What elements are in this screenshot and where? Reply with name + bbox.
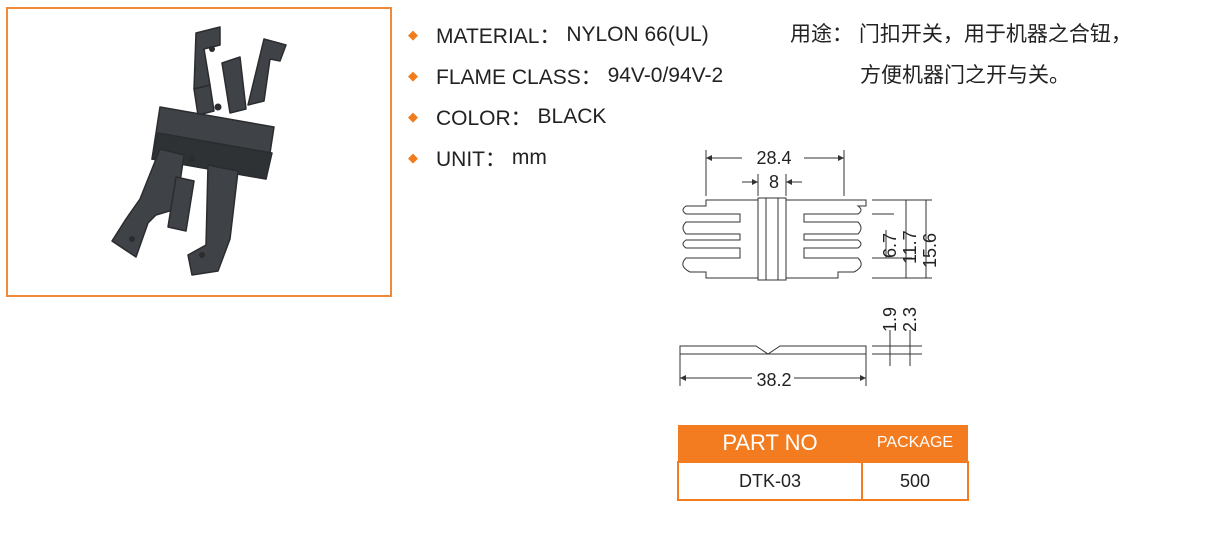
cell-part-no: DTK-03: [677, 461, 863, 501]
diamond-bullet-icon: ◆: [408, 108, 418, 124]
dim-total-length: 38.2: [756, 370, 791, 390]
diamond-bullet-icon: ◆: [408, 26, 418, 42]
dim-h1: 6.7: [880, 233, 900, 258]
dim-center-width: 8: [769, 172, 779, 192]
cell-package: 500: [861, 461, 969, 501]
product-photo: [6, 7, 392, 297]
part-table: PART NO PACKAGE DTK-03 500: [677, 425, 969, 501]
header-part-no: PART NO: [678, 425, 862, 462]
spec-material: ◆MATERIAL： NYLON 66(UL): [408, 22, 709, 48]
diamond-bullet-icon: ◆: [408, 67, 418, 83]
header-package: PACKAGE: [862, 425, 968, 462]
table-row: DTK-03 500: [677, 461, 969, 501]
dim-t2: 2.3: [900, 307, 920, 332]
dim-t1: 1.9: [880, 307, 900, 332]
usage-label: 用途：: [790, 23, 853, 46]
dim-h3: 15.6: [920, 233, 940, 268]
spec-color: ◆COLOR： BLACK: [408, 104, 607, 130]
usage-line-2: 方便机器门之开与关。: [860, 64, 1070, 87]
dim-h2: 11.7: [900, 230, 920, 264]
diamond-bullet-icon: ◆: [408, 149, 418, 165]
spec-flame-class: ◆FLAME CLASS： 94V-0/94V-2: [408, 63, 724, 89]
door-latch-image: [111, 26, 287, 276]
dim-overall-width: 28.4: [756, 148, 791, 168]
spec-unit: ◆UNIT： mm: [408, 145, 547, 171]
spec-list: ◆MATERIAL： NYLON 66(UL) ◆FLAME CLASS： 94…: [408, 14, 723, 178]
usage-description: 用途： 门扣开关，用于机器之合钮， 方便机器门之开与关。: [790, 14, 1132, 96]
usage-line-1: 门扣开关，用于机器之合钮，: [858, 23, 1132, 46]
technical-drawing: 28.4 8 6.7 11.7 15.6 1.9 2.3 38.2: [679, 148, 940, 390]
